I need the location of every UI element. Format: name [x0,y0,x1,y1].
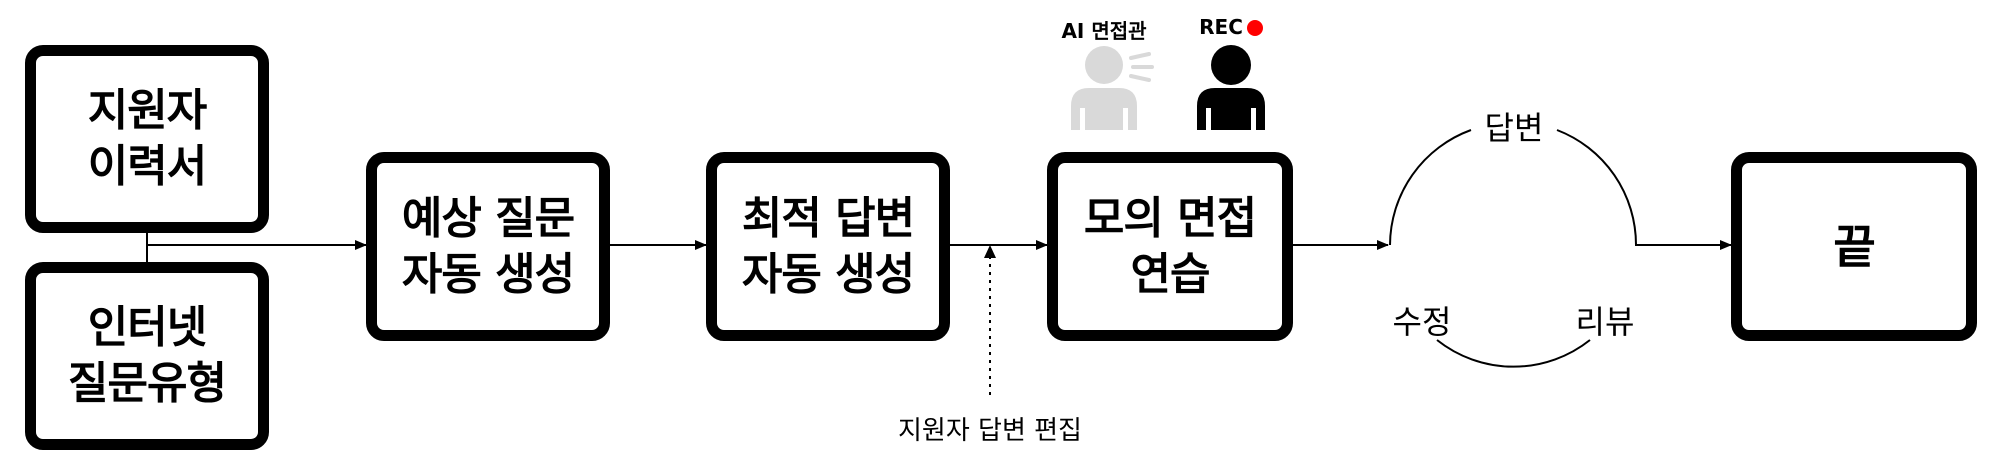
ai-interviewer-icon [1071,46,1137,130]
cycle-arc-bottom [1436,339,1591,368]
cycle-arc-upper-left [1389,129,1472,246]
candidate-edit-label: 지원자 답변 편집 [898,416,1082,446]
edit-arrowhead [984,245,996,258]
candidate-icon [1197,45,1265,130]
rec-label: REC [1199,15,1243,39]
node-end: 끝 [1731,152,1977,341]
node-mock-interview: 모의 면접 연습 [1047,152,1293,341]
rec-dot-icon [1247,20,1263,36]
node-predict-questions: 예상 질문 자동 생성 [366,152,610,341]
cycle-arc-upper-right [1556,129,1638,246]
node-resume: 지원자 이력서 [25,45,269,233]
cycle-label-edit: 수정 [1392,303,1452,341]
speech-lines-icon [1129,52,1154,82]
cycle-label-review: 리뷰 [1575,303,1635,341]
cycle-label-answer: 답변 [1484,109,1544,147]
ai-interviewer-label: AI 면접관 [1061,19,1147,43]
node-internet-question-types: 인터넷 질문유형 [25,262,269,450]
node-optimal-answers: 최적 답변 자동 생성 [706,152,950,341]
